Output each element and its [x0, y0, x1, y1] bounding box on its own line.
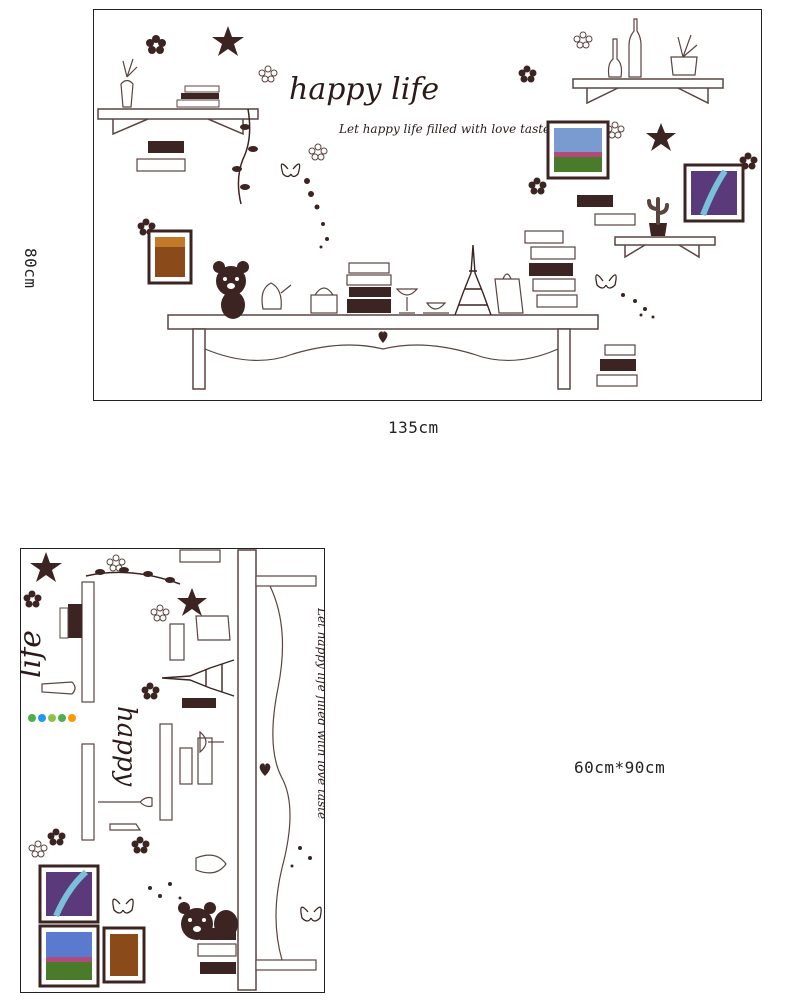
star-trail	[621, 293, 655, 319]
star-trail	[304, 178, 329, 249]
bottle-icon	[607, 18, 642, 78]
butterfly-icon	[112, 898, 322, 922]
book-block	[604, 344, 636, 356]
teddy-bear-icon	[178, 902, 238, 940]
flower-icon	[518, 65, 537, 83]
book-stack-icon	[176, 85, 220, 108]
book-stack-icon	[346, 262, 392, 313]
butterfly-icon	[280, 163, 301, 178]
teacup-icon	[423, 302, 449, 314]
width-label: 135cm	[388, 418, 439, 437]
hanging-vine	[237, 108, 251, 205]
picture-frame-icon	[683, 163, 745, 223]
star-icon	[212, 26, 244, 56]
star-icon	[177, 588, 207, 616]
flower-icon	[23, 590, 160, 854]
book-block	[148, 141, 184, 153]
plant-pot-icon	[670, 34, 698, 76]
eiffel-tower-icon	[161, 659, 235, 697]
book-block	[596, 374, 638, 387]
shelf-icon	[614, 236, 716, 259]
star-icon	[646, 123, 676, 151]
preview-heading: happy life	[289, 72, 439, 107]
shelf-icon	[572, 78, 724, 105]
star-trail	[148, 846, 312, 900]
height-label: 80cm	[21, 248, 40, 289]
leaf-icon	[232, 124, 258, 190]
flower-icon	[137, 218, 156, 236]
picture-frame-icon	[102, 926, 146, 984]
book-block	[577, 195, 613, 207]
main-shelf	[167, 314, 599, 390]
vase-icon	[120, 58, 138, 108]
decal-preview-art: happy life Let happy life filled with lo…	[93, 9, 762, 401]
heart-icon	[378, 331, 388, 343]
sheet-heading-happy: happy	[111, 706, 141, 787]
badge-row	[28, 714, 76, 722]
goblet-icon	[199, 730, 224, 754]
vertical-shelf	[237, 549, 317, 991]
flower-icon	[739, 152, 758, 170]
leaf-icon	[95, 567, 175, 583]
teapot-icon	[261, 282, 292, 310]
goblet-icon	[395, 288, 419, 314]
sheet-heading-life: life	[20, 630, 48, 678]
picture-frame-icon	[147, 229, 193, 285]
bottle-icon	[98, 796, 153, 831]
teapot-icon	[195, 615, 231, 874]
sheet-size-label: 60cm*90cm	[574, 758, 666, 777]
picture-frame-icon	[38, 924, 100, 988]
heart-icon	[259, 763, 271, 776]
flower-icon	[146, 35, 166, 54]
teddy-bear-icon	[213, 261, 249, 319]
picture-frame-icon	[546, 120, 610, 180]
sticker-sheet-art: Let happy life filled with love taste li…	[20, 548, 325, 993]
flower-icon	[528, 177, 547, 195]
cactus-icon	[647, 197, 669, 236]
book-block	[136, 158, 186, 172]
preview-tagline: Let happy life filled with love taste	[338, 122, 550, 136]
shopping-bag-icon	[494, 273, 524, 314]
picture-frame-icon	[38, 864, 100, 924]
eiffel-tower-icon	[454, 244, 492, 316]
book-stack-icon	[59, 604, 82, 639]
book-block	[594, 213, 636, 226]
book-block	[600, 359, 636, 371]
sheet-tagline: Let happy life filled with love taste	[315, 607, 325, 819]
book-stack-icon	[524, 230, 578, 308]
cake-icon	[310, 287, 338, 314]
star-icon	[30, 552, 62, 582]
butterfly-icon	[595, 274, 617, 289]
vase-icon	[41, 681, 76, 695]
shelf-icon	[97, 108, 259, 136]
shelf-icon	[81, 581, 173, 841]
